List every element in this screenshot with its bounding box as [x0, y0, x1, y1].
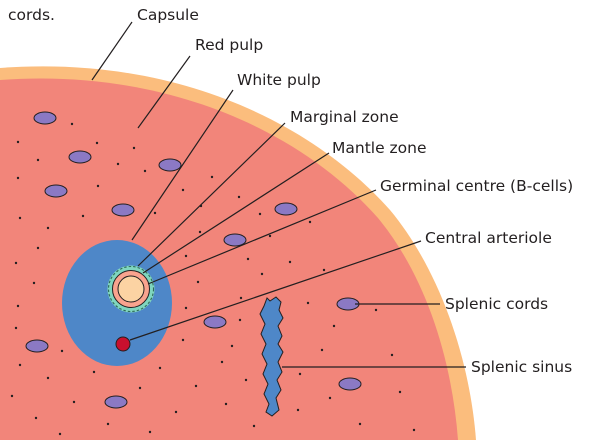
label-capsule: Capsule — [137, 6, 199, 24]
splenic-cord — [112, 204, 134, 216]
label-mantle-zone: Mantle zone — [332, 139, 427, 157]
germinal-centre — [118, 276, 144, 302]
label-white-pulp: White pulp — [237, 71, 321, 89]
label-splenic-cords: Splenic cords — [445, 295, 548, 313]
splenic-cord — [159, 159, 181, 171]
cords-fragment-text: cords. — [8, 6, 55, 24]
splenic-cord — [69, 151, 91, 163]
label-germinal-centre: Germinal centre (B-cells) — [380, 177, 573, 195]
splenic-cord — [45, 185, 67, 197]
label-central-arteriole: Central arteriole — [425, 229, 552, 247]
splenic-cord — [105, 396, 127, 408]
label-splenic-sinus: Splenic sinus — [471, 358, 572, 376]
central-arteriole — [116, 337, 130, 351]
splenic-cord — [204, 316, 226, 328]
splenic-cord — [34, 112, 56, 124]
red-pulp — [0, 79, 458, 440]
label-red-pulp: Red pulp — [195, 36, 263, 54]
splenic-cord — [339, 378, 361, 390]
splenic-cord — [224, 234, 246, 246]
splenic-cord — [26, 340, 48, 352]
label-marginal-zone: Marginal zone — [290, 108, 399, 126]
splenic-cord — [275, 203, 297, 215]
